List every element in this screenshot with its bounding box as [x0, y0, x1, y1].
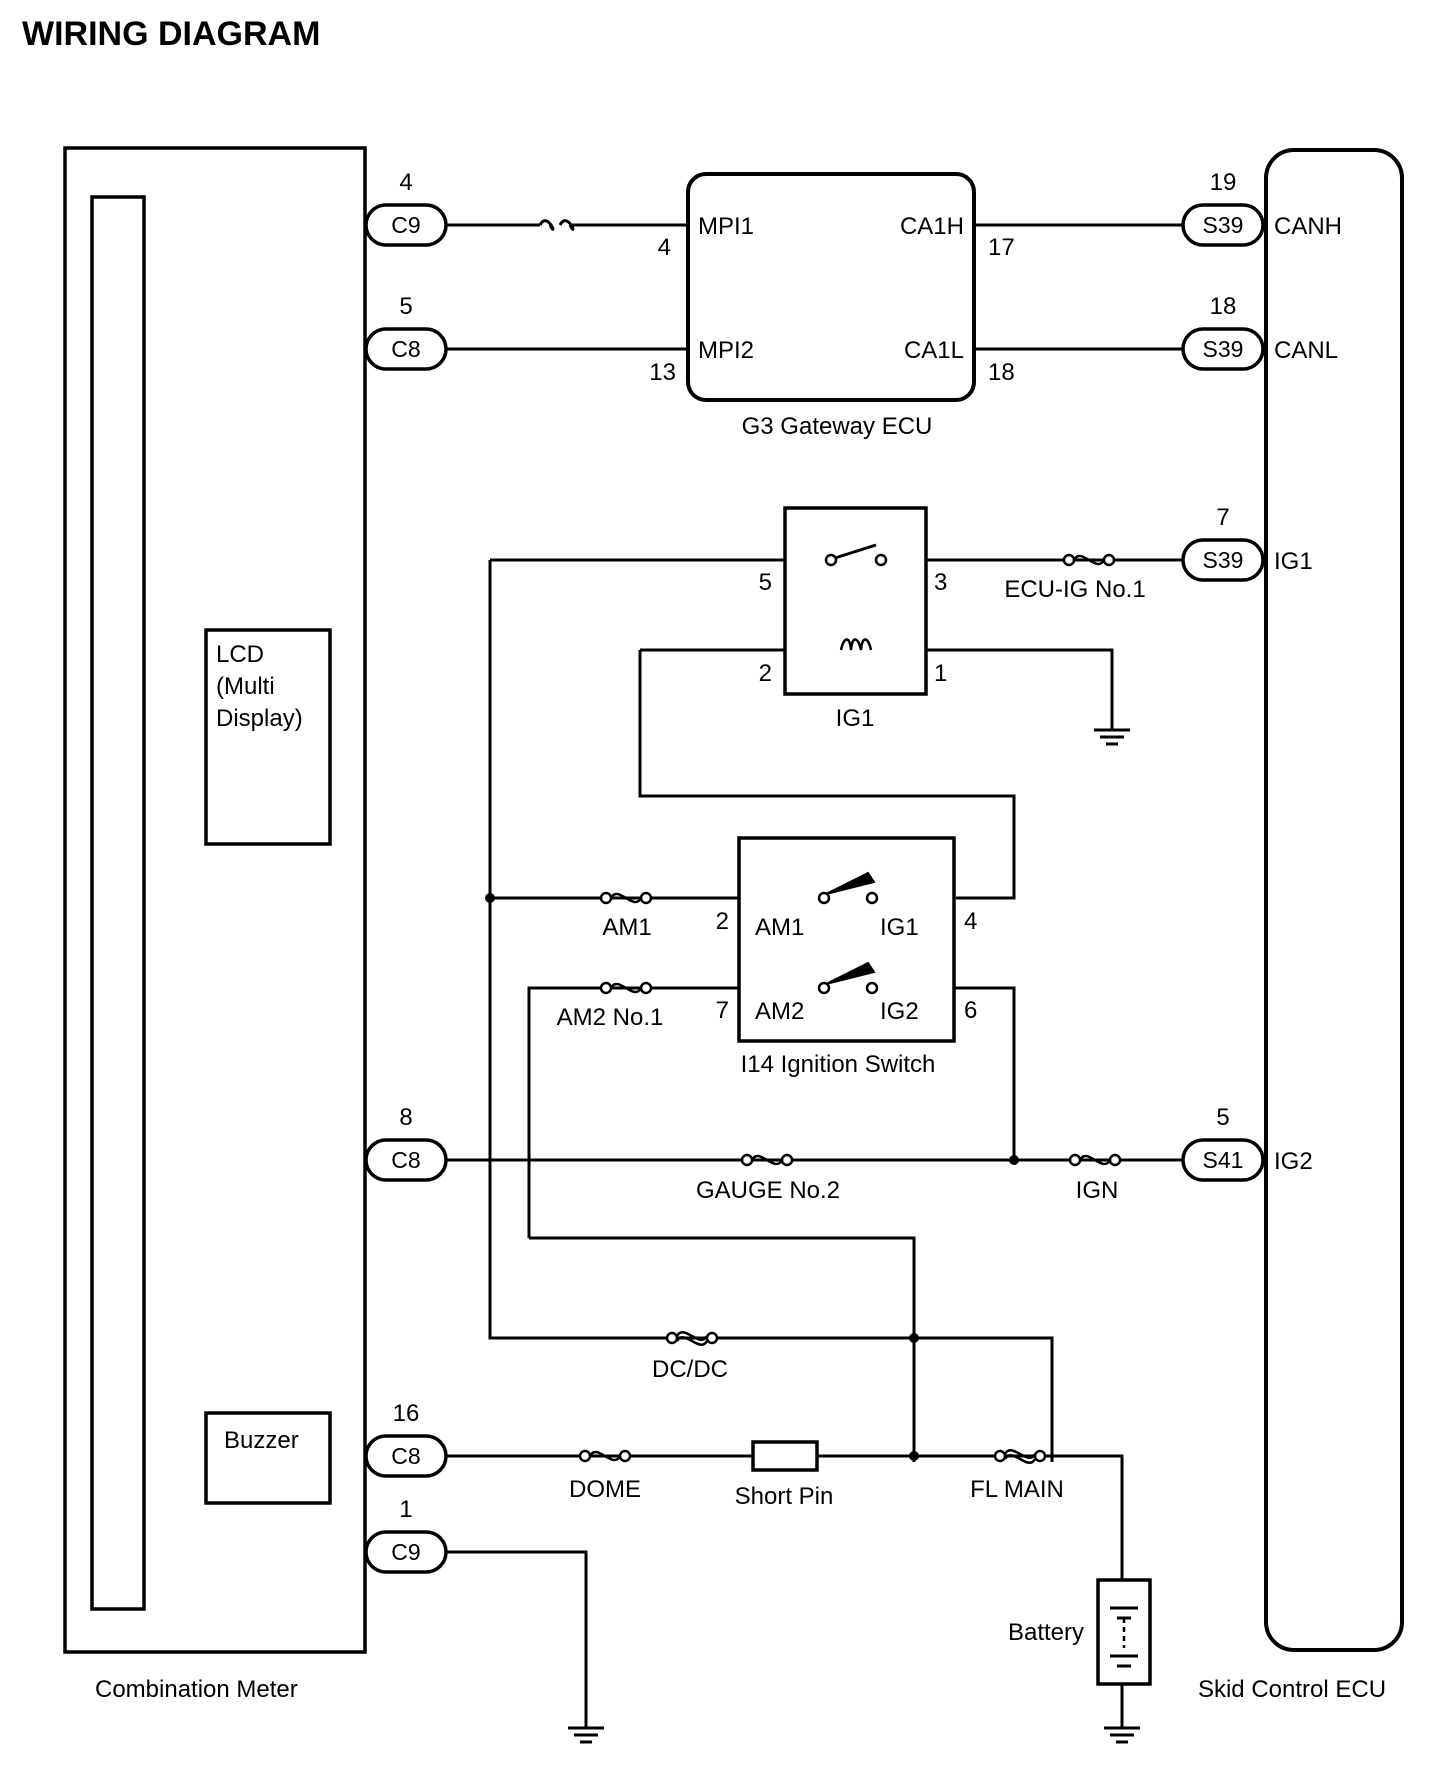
fuse-gauge-no2-label: GAUGE No.2	[696, 1177, 840, 1204]
fuse-am2-no1: AM2 No.1	[557, 981, 664, 1031]
ignition-switch-label: I14 Ignition Switch	[741, 1051, 936, 1078]
connector-c9-ground-label: C9	[391, 1539, 420, 1565]
connector-s41-ig2: S41 5	[1181, 1104, 1265, 1182]
connector-s39-canh: S39 19	[1181, 169, 1265, 247]
fuse-gauge-no2: GAUGE No.2	[696, 1153, 840, 1204]
fuse-dc-dc-label: DC/DC	[652, 1356, 728, 1383]
switch-am1-label: AM1	[755, 914, 804, 941]
switch-ig2-label: IG2	[880, 998, 919, 1025]
connector-c8-mpi2-label: C8	[391, 336, 420, 362]
skid-terminal-ig2: IG2	[1274, 1148, 1313, 1175]
connector-s39-ig1-label: S39	[1203, 547, 1244, 573]
combination-meter: Combination Meter	[63, 146, 367, 1703]
relay-pin-2: 2	[759, 660, 772, 687]
connector-s39-canh-label: S39	[1203, 212, 1244, 238]
gateway-pin-ca1l: 18	[988, 359, 1015, 386]
short-pin-label: Short Pin	[735, 1483, 834, 1510]
lcd-multi-display: LCD (Multi Display)	[204, 628, 332, 846]
gateway-ca1l-label: CA1L	[904, 337, 964, 364]
buzzer-label: Buzzer	[224, 1427, 299, 1454]
gateway-pin-mpi1: 4	[658, 234, 671, 261]
switch-am2-label: AM2	[755, 998, 804, 1025]
connector-s39-ig1: S39 7	[1181, 504, 1265, 582]
connector-s39-canl-label: S39	[1203, 336, 1244, 362]
gateway-pin-mpi2: 13	[649, 359, 676, 386]
skid-terminal-canh: CANH	[1274, 213, 1342, 240]
connector-c8-mpi2-pin: 5	[399, 293, 412, 320]
connector-s39-canh-pin: 19	[1210, 169, 1237, 196]
gateway-mpi1-label: MPI1	[698, 213, 754, 240]
gateway-ecu-label: G3 Gateway ECU	[742, 413, 933, 440]
switch-pin-4: 4	[964, 908, 977, 935]
page-title: WIRING DIAGRAM	[22, 15, 320, 53]
fuse-am1-label: AM1	[602, 914, 651, 941]
connector-c9-ground: C9 1	[364, 1496, 448, 1574]
switch-pin-6: 6	[964, 997, 977, 1024]
skid-control-ecu-label: Skid Control ECU	[1198, 1676, 1386, 1703]
ground-meter-icon	[566, 1726, 606, 1744]
ig1-relay: 5 3 2 1 IG1	[759, 506, 947, 732]
combination-meter-label: Combination Meter	[95, 1676, 298, 1703]
skid-control-ecu: CANH CANL IG1 IG2 Skid Control ECU	[1198, 148, 1404, 1703]
relay-pin-3: 3	[934, 569, 947, 596]
lcd-label-line3: Display)	[216, 705, 303, 732]
connector-c8-gauge: C8 8	[364, 1104, 448, 1182]
connector-c8-gauge-pin: 8	[399, 1104, 412, 1131]
connector-s41-ig2-label: S41	[1203, 1147, 1244, 1173]
switch-ig1-label: IG1	[880, 914, 919, 941]
fuse-fl-main-label: FL MAIN	[970, 1476, 1064, 1503]
connector-c9-top: C9 4	[364, 169, 448, 247]
lcd-label-line2: (Multi	[216, 673, 275, 700]
fuse-dome-label: DOME	[569, 1476, 641, 1503]
buzzer: Buzzer	[204, 1411, 332, 1505]
skid-terminal-canl: CANL	[1274, 337, 1338, 364]
connector-c9-ground-pin: 1	[399, 1496, 412, 1523]
connector-c8-mpi2: C8 5	[364, 293, 448, 371]
fuse-dc-dc: DC/DC	[652, 1330, 728, 1383]
skid-terminal-ig1: IG1	[1274, 548, 1313, 575]
connector-c8-buzzer: C8 16	[364, 1400, 448, 1478]
short-pin: Short Pin	[735, 1440, 834, 1510]
fuse-ecu-ig-no1-label: ECU-IG No.1	[1004, 576, 1145, 603]
connector-c9-top-pin: 4	[399, 169, 412, 196]
fuse-am1: AM1	[599, 891, 653, 941]
fuse-ecu-ig-no1: ECU-IG No.1	[1004, 553, 1146, 603]
gateway-ecu: MPI1 MPI2 CA1H CA1L 4 13 17 18 G3 Gatewa…	[649, 172, 1015, 440]
ground-battery-icon	[1102, 1726, 1142, 1744]
ground-relay-icon	[1092, 728, 1132, 746]
ignition-switch: AM1 IG1 AM2 IG2 2 4 7 6 I14 Ignition Swi…	[716, 836, 977, 1078]
relay-pin-1: 1	[934, 660, 947, 687]
switch-pin-2: 2	[716, 908, 729, 935]
connector-c8-gauge-label: C8	[391, 1147, 420, 1173]
fuse-dome: DOME	[569, 1449, 641, 1503]
connector-c9-top-label: C9	[391, 212, 420, 238]
lcd-label-line1: LCD	[216, 641, 264, 668]
connector-c8-buzzer-pin: 16	[393, 1400, 420, 1427]
ig1-relay-label: IG1	[836, 705, 875, 732]
relay-pin-5: 5	[759, 569, 772, 596]
gateway-pin-ca1h: 17	[988, 234, 1015, 261]
connector-s41-ig2-pin: 5	[1216, 1104, 1229, 1131]
fuse-ign: IGN	[1068, 1153, 1122, 1204]
connector-c8-buzzer-label: C8	[391, 1443, 420, 1469]
fuse-am2-no1-label: AM2 No.1	[557, 1004, 664, 1031]
battery-label: Battery	[1008, 1619, 1084, 1646]
gateway-mpi2-label: MPI2	[698, 337, 754, 364]
connector-s39-canl-pin: 18	[1210, 293, 1237, 320]
fuse-ign-label: IGN	[1076, 1177, 1119, 1204]
connector-s39-ig1-pin: 7	[1216, 504, 1229, 531]
switch-pin-7: 7	[716, 997, 729, 1024]
wire-break-symbol	[538, 219, 575, 231]
gateway-ca1h-label: CA1H	[900, 213, 964, 240]
battery: Battery	[1008, 1578, 1152, 1686]
fuse-fl-main: FL MAIN	[970, 1448, 1064, 1503]
wires	[144, 220, 1186, 1728]
connector-s39-canl: S39 18	[1181, 293, 1265, 371]
